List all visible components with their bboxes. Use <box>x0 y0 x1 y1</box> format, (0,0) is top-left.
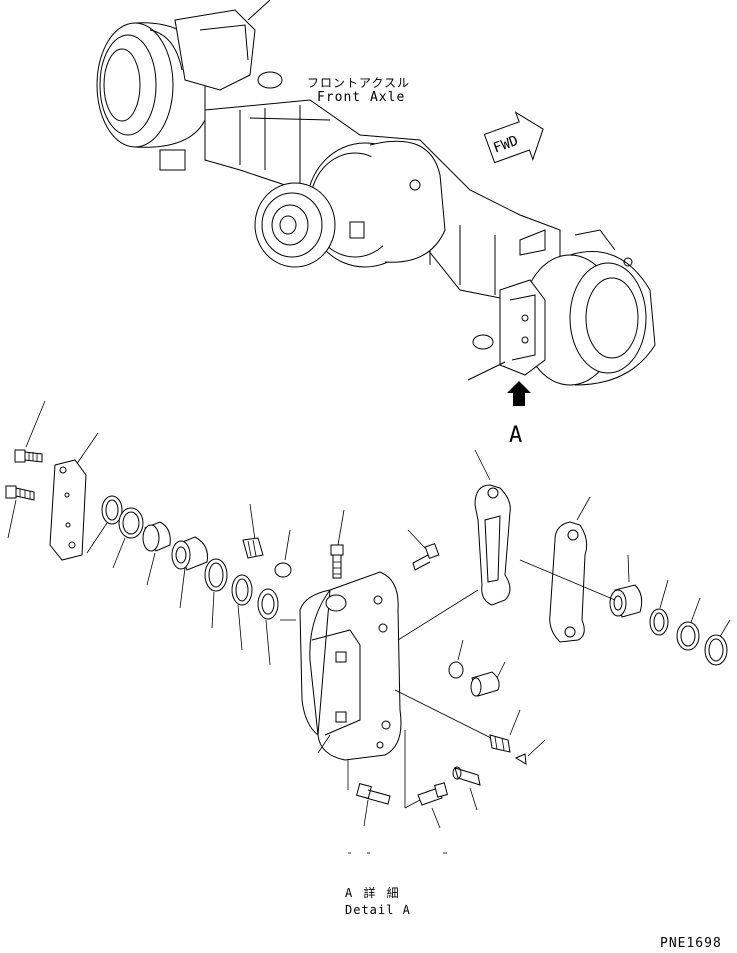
detail-a-caption-japanese: A 詳 細 <box>345 886 401 900</box>
o-ring-lower <box>448 639 464 679</box>
cap-screw-upper <box>330 509 345 579</box>
caliper-body <box>280 571 402 761</box>
dust-seal-ring-1 <box>86 495 123 554</box>
hose-fitting <box>470 661 506 697</box>
piston-left <box>142 521 171 586</box>
assembly-guide-line <box>397 589 479 641</box>
assembly-guide-line-3 <box>394 689 496 741</box>
o-ring-upper <box>274 529 292 578</box>
shim-plate-left <box>49 432 99 561</box>
drawing-number: PNE1698 <box>660 936 722 951</box>
front-axle-title-japanese: フロントアクスル <box>307 76 411 90</box>
assembly-guide-line-2 <box>519 559 616 601</box>
input-flange <box>254 182 336 268</box>
detail-a-callout-label: A <box>509 423 523 448</box>
bleeder-plug <box>489 709 521 753</box>
hex-bolt-upper <box>407 529 440 571</box>
right-brake-caliper <box>467 279 546 381</box>
dust-boot-right <box>704 619 731 666</box>
mounting-bolt-lower <box>347 760 391 827</box>
detail-a-exploded-view <box>5 400 731 829</box>
seal-ring-4 <box>257 588 279 666</box>
right-wheel-hub <box>519 229 656 386</box>
seal-ring-right-2 <box>676 597 701 651</box>
detail-a-view-arrow <box>507 381 531 406</box>
front-axle-assembly: FWD <box>96 0 656 406</box>
differential-carrier <box>306 140 446 268</box>
mounting-bolt-lower-left <box>5 485 35 539</box>
seal-ring-2 <box>204 558 228 629</box>
fwd-arrow-marker: FWD <box>483 111 544 164</box>
piston-seal-ring-1 <box>112 507 144 569</box>
cap-plug <box>514 739 546 765</box>
guide-pin <box>452 766 481 811</box>
bleeder-screw <box>242 503 264 559</box>
hex-bolt-lower <box>404 730 448 829</box>
seal-ring-right-1 <box>649 579 669 636</box>
brake-pad <box>474 449 511 606</box>
seal-ring-3 <box>231 574 253 651</box>
piston-right <box>609 554 643 618</box>
shim-plate-right <box>549 496 591 643</box>
detail-a-caption-english: Detail A <box>345 903 411 917</box>
mounting-bolt-upper-left <box>14 400 46 463</box>
cylinder-sleeve-left <box>171 536 208 609</box>
left-wheel-hub <box>96 22 206 148</box>
front-axle-title-english: Front Axle <box>317 90 406 105</box>
